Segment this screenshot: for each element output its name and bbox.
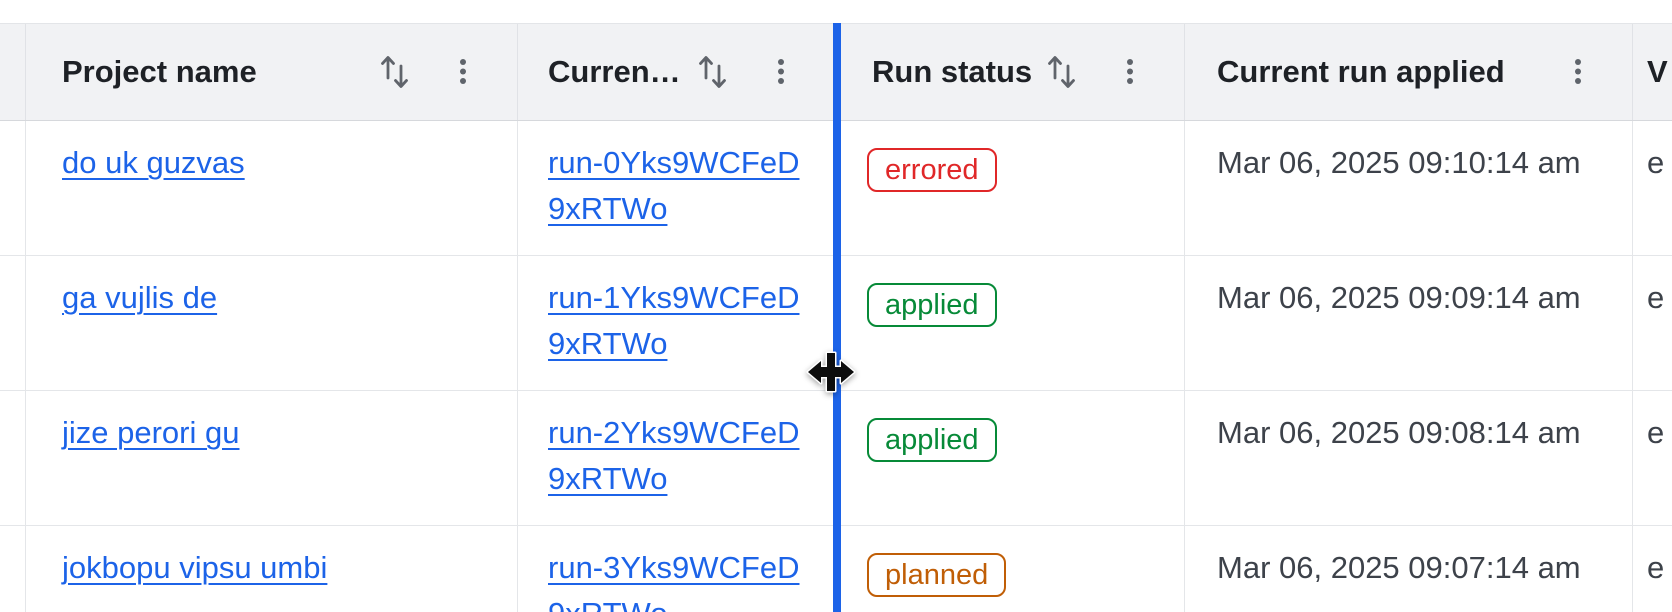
header-cell-current-run-applied[interactable]: Current run applied	[1185, 24, 1633, 120]
row-cell-current-run-applied: Mar 06, 2025 09:07:14 am	[1185, 526, 1633, 612]
column-menu-icon[interactable]	[1569, 58, 1587, 86]
row-cell-clipped-column: e	[1633, 526, 1672, 612]
clipped-cell-text: e	[1647, 145, 1665, 180]
row-cell-sliver	[0, 526, 26, 612]
current-run-applied-timestamp: Mar 06, 2025 09:10:14 am	[1217, 145, 1581, 180]
row-cell-clipped-column: e	[1633, 121, 1672, 255]
row-cell-sliver	[0, 391, 26, 525]
column-menu-icon[interactable]	[1121, 58, 1139, 86]
row-cell-project-name: jize perori gu	[26, 391, 518, 525]
table-row: jokbopu vipsu umbi run-3Yks9WCFeD9xRTWo …	[0, 526, 1672, 612]
run-status-badge: applied	[867, 283, 997, 327]
column-label-clipped: V	[1647, 54, 1668, 89]
current-run-applied-timestamp: Mar 06, 2025 09:09:14 am	[1217, 280, 1581, 315]
column-label-current-run: Curren…	[548, 54, 681, 89]
row-cell-sliver	[0, 256, 26, 390]
row-cell-run-status: applied	[836, 256, 1185, 390]
sort-icon[interactable]	[380, 52, 410, 92]
sort-icon[interactable]	[1047, 52, 1077, 92]
row-cell-current-run-applied: Mar 06, 2025 09:10:14 am	[1185, 121, 1633, 255]
clipped-cell-text: e	[1647, 550, 1665, 585]
header-cell-current-run[interactable]: Curren…	[518, 24, 836, 120]
clipped-cell-text: e	[1647, 415, 1665, 450]
row-cell-sliver	[0, 121, 26, 255]
header-cell-run-status[interactable]: Run status	[836, 24, 1185, 120]
row-cell-clipped-column: e	[1633, 256, 1672, 390]
row-cell-run-status: applied	[836, 391, 1185, 525]
project-name-link[interactable]: do uk guzvas	[62, 145, 245, 180]
current-run-applied-timestamp: Mar 06, 2025 09:07:14 am	[1217, 550, 1581, 585]
header-cell-sliver	[0, 24, 26, 120]
current-run-applied-timestamp: Mar 06, 2025 09:08:14 am	[1217, 415, 1581, 450]
clipped-cell-text: e	[1647, 280, 1665, 315]
sort-icon[interactable]	[698, 52, 728, 92]
row-cell-project-name: do uk guzvas	[26, 121, 518, 255]
column-label-current-run-applied: Current run applied	[1217, 54, 1505, 89]
row-cell-current-run-applied: Mar 06, 2025 09:08:14 am	[1185, 391, 1633, 525]
run-status-badge: errored	[867, 148, 997, 192]
row-cell-project-name: jokbopu vipsu umbi	[26, 526, 518, 612]
column-label-run-status: Run status	[872, 54, 1033, 89]
row-cell-run-status: errored	[836, 121, 1185, 255]
run-status-badge: planned	[867, 553, 1007, 597]
project-name-link[interactable]: jize perori gu	[62, 415, 240, 450]
run-status-badge: applied	[867, 418, 997, 462]
project-name-link[interactable]: jokbopu vipsu umbi	[62, 550, 328, 585]
column-menu-icon[interactable]	[772, 58, 790, 86]
column-menu-icon[interactable]	[454, 58, 472, 86]
header-cell-clipped-column[interactable]: V	[1633, 24, 1672, 120]
row-cell-project-name: ga vujlis de	[26, 256, 518, 390]
column-label-project-name: Project name	[62, 54, 257, 89]
project-name-link[interactable]: ga vujlis de	[62, 280, 218, 315]
row-cell-run-status: planned	[836, 526, 1185, 612]
run-id-link[interactable]: run-3Yks9WCFeD9xRTWo	[548, 550, 800, 612]
col-resize-cursor-icon	[806, 348, 858, 401]
row-cell-current-run-applied: Mar 06, 2025 09:09:14 am	[1185, 256, 1633, 390]
row-cell-clipped-column: e	[1633, 391, 1672, 525]
header-cell-project-name[interactable]: Project name	[26, 24, 518, 120]
row-cell-current-run: run-3Yks9WCFeD9xRTWo	[518, 526, 836, 612]
column-resize-guide-line[interactable]	[833, 23, 841, 612]
